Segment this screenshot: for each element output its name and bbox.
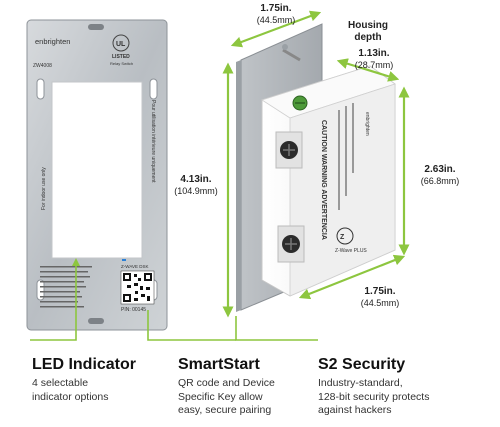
feature-desc: 4 selectable indicator options xyxy=(32,377,109,403)
dim-top-width: 1.75in. (44.5mm) xyxy=(256,3,296,25)
feature-title: SmartStart xyxy=(178,356,260,373)
indoor-text-fr: Pour utilisation intérieure uniquement xyxy=(150,100,156,183)
svg-text:UL: UL xyxy=(116,41,126,48)
brand-label: enbrighten xyxy=(35,37,70,46)
housing-depth-title: Housing depth xyxy=(348,20,388,43)
led-indicator xyxy=(122,259,126,261)
feature-title: S2 Security xyxy=(318,356,406,373)
pin-label: PIN: 00145 xyxy=(121,307,146,313)
feature-led-indicator: LED Indicator 4 selectable indicator opt… xyxy=(32,356,172,404)
model-label: ZW4008 xyxy=(33,63,52,69)
rocker-paddle xyxy=(51,81,143,259)
feature-s2-security: S2 Security Industry-standard, 128-bit s… xyxy=(318,356,488,418)
svg-text:Z: Z xyxy=(340,234,345,241)
front-switch: enbrighten UL LISTED Relay Switch ZW4008… xyxy=(26,19,168,331)
listing-label: LISTED xyxy=(112,54,130,60)
caution-text: CAUTION WARNING ADVERTENCIA xyxy=(320,120,327,240)
dim-height: 4.13in. (104.9mm) xyxy=(174,174,218,196)
qr-caption: Z-WAVE DSK xyxy=(121,264,149,269)
dim-housing-depth: 1.13in. (28.7mm) xyxy=(354,48,394,70)
indoor-text: For indoor use only xyxy=(41,167,47,210)
feature-smartstart: SmartStart QR code and Device Specific K… xyxy=(178,356,318,418)
dim-bottom-width: 1.75in. (44.5mm) xyxy=(360,286,400,308)
feature-desc: Industry-standard, 128-bit security prot… xyxy=(318,377,430,417)
svg-text:enbrighten: enbrighten xyxy=(364,112,370,136)
zwave-logo: Z-Wave PLUS xyxy=(335,248,367,254)
svg-text:Relay Switch: Relay Switch xyxy=(110,61,133,66)
dimension-lines xyxy=(30,10,410,341)
terminal-screw-bottom xyxy=(277,225,305,263)
side-switch: CAUTION WARNING ADVERTENCIA Z Z-Wave PLU… xyxy=(236,23,396,312)
qr-code xyxy=(120,270,155,305)
terminal-screw-top xyxy=(275,131,303,169)
feature-title: LED Indicator xyxy=(32,356,137,373)
feature-desc: QR code and Device Specific Key allow ea… xyxy=(178,377,275,417)
dim-housing-height: 2.63in. (66.8mm) xyxy=(420,164,460,186)
